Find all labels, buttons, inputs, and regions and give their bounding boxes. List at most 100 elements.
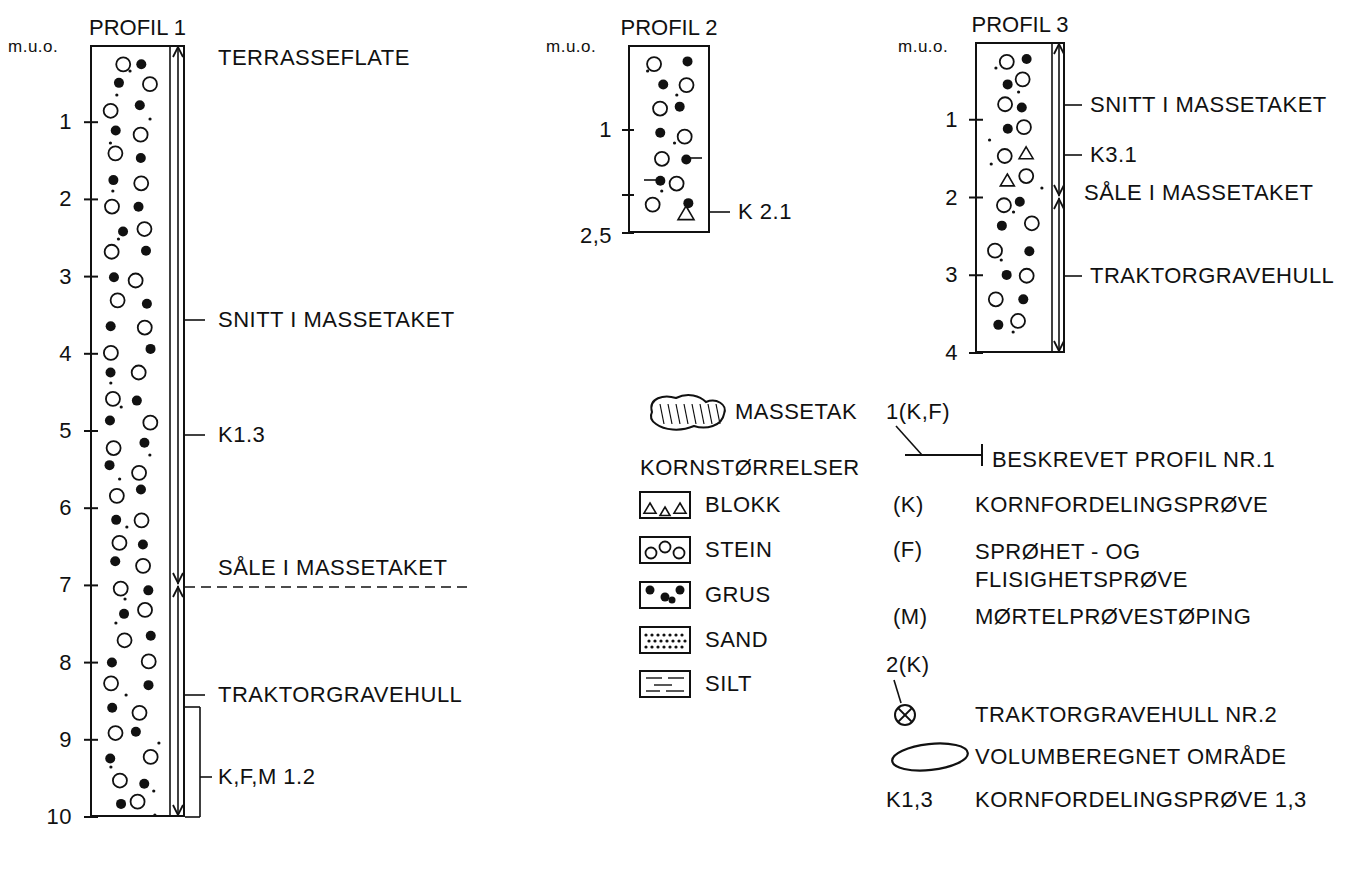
sand-symbol	[673, 141, 676, 144]
gravel-symbol	[1002, 270, 1012, 280]
depth-number: 5	[59, 418, 72, 444]
sand-symbol	[111, 189, 114, 192]
gravel-symbol	[111, 125, 121, 135]
sand-symbol	[660, 189, 663, 192]
legend-text: SPRØHET - OG FLISIGHETSPRØVE	[975, 538, 1220, 594]
stone-symbol	[104, 676, 118, 690]
legend-text: STEIN	[705, 537, 772, 563]
sand-symbol	[671, 639, 674, 642]
stone-symbol	[653, 102, 667, 116]
drawn-line	[199, 707, 201, 817]
profile-column: PROFIL 3	[975, 42, 1065, 353]
sample-label: K3.1	[1090, 142, 1137, 168]
sand-symbol	[990, 162, 993, 165]
stone-symbol	[135, 513, 149, 527]
sand-symbol	[123, 597, 126, 600]
stone-symbol	[104, 346, 118, 360]
stone-symbol	[132, 466, 146, 480]
stone-symbol	[116, 57, 130, 71]
sand-symbol	[994, 66, 997, 69]
depth-number: 1	[599, 117, 612, 143]
sand-symbol	[1012, 210, 1015, 213]
gravel-symbol	[132, 396, 142, 406]
sand-symbol	[662, 645, 665, 648]
legend-text: KORNFORDELINGSPRØVE 1,3	[975, 787, 1307, 813]
drawn-line	[169, 45, 171, 817]
depth-number: 2	[945, 185, 958, 211]
stone-symbol	[132, 366, 146, 380]
sand-symbol	[680, 645, 683, 648]
stone-symbol	[134, 176, 148, 190]
block-symbol	[644, 503, 656, 513]
legend-box	[640, 492, 690, 518]
stone-symbol	[131, 795, 145, 809]
drawn-line	[185, 586, 470, 588]
stone-symbol	[108, 146, 122, 160]
section-label: TRAKTORGRAVEHULL	[218, 682, 462, 708]
sand-symbol	[124, 693, 127, 696]
drawn-line	[668, 404, 672, 424]
legend-text: VOLUMBEREGNET OMRÅDE	[975, 744, 1287, 770]
gravel-symbol	[1003, 124, 1013, 134]
gravel-symbol	[138, 540, 148, 550]
sand-symbol	[650, 633, 653, 636]
symbol-code: (M)	[893, 604, 927, 630]
gravel-symbol	[655, 128, 665, 138]
drawn-line	[1065, 104, 1082, 106]
drawn-line	[646, 690, 660, 691]
stone-symbol	[113, 774, 127, 788]
drawn-line	[716, 404, 720, 424]
gravel-symbol	[142, 299, 152, 309]
depth-number: 1	[59, 109, 72, 135]
drawn-line	[185, 694, 205, 696]
sand-symbol	[1040, 186, 1043, 189]
section-label: TRAKTORGRAVEHULL	[1090, 263, 1334, 289]
drawn-line	[200, 776, 212, 778]
sample-label: K1.3	[218, 422, 265, 448]
stone-symbol	[142, 654, 156, 668]
arrow-head	[173, 587, 183, 597]
stone-symbol	[107, 441, 121, 455]
gravel-symbol	[105, 753, 115, 763]
stone-symbol	[105, 245, 119, 259]
sand-symbol	[128, 69, 131, 72]
depth-number: 2	[59, 186, 72, 212]
legend-text: BLOKK	[705, 492, 781, 518]
gravel-symbol	[683, 56, 693, 66]
arrow-head	[173, 573, 183, 583]
drawn-line	[700, 404, 704, 424]
symbol-code: (F)	[893, 537, 923, 563]
sand-symbol	[662, 633, 665, 636]
sand-symbol	[674, 645, 677, 648]
sand-symbol	[114, 621, 117, 624]
drawn-line	[185, 434, 205, 436]
stone-symbol	[1016, 72, 1030, 86]
sand-symbol	[646, 69, 649, 72]
gravel-symbol	[1018, 294, 1028, 304]
sample-label: K 2.1	[738, 199, 792, 225]
depth-number: 3	[945, 262, 958, 288]
stone-symbol	[132, 706, 146, 720]
gravel-symbol	[139, 779, 149, 789]
gravel-symbol	[143, 585, 153, 595]
drawn-line	[666, 690, 684, 691]
sand-symbol	[118, 477, 121, 480]
legend-box	[640, 582, 690, 608]
sand-symbol	[152, 789, 155, 792]
depth-number: 1	[945, 107, 958, 133]
stone-symbol	[138, 603, 152, 617]
gravel-symbol	[1015, 197, 1025, 207]
gravel-symbol	[661, 593, 670, 602]
stone-symbol	[670, 177, 684, 191]
sand-symbol	[115, 93, 118, 96]
sand-symbol	[683, 639, 686, 642]
section-label: SÅLE I MASSETAKET	[1084, 180, 1313, 206]
drawn-line	[177, 586, 179, 816]
gravel-symbol	[109, 272, 119, 282]
gravel-symbol	[107, 658, 117, 668]
stone-symbol	[108, 726, 122, 740]
depth-number: 2,5	[580, 223, 612, 249]
drawn-line	[185, 816, 200, 818]
drawn-line	[684, 404, 688, 424]
symbol-code: 2(K)	[886, 652, 930, 678]
